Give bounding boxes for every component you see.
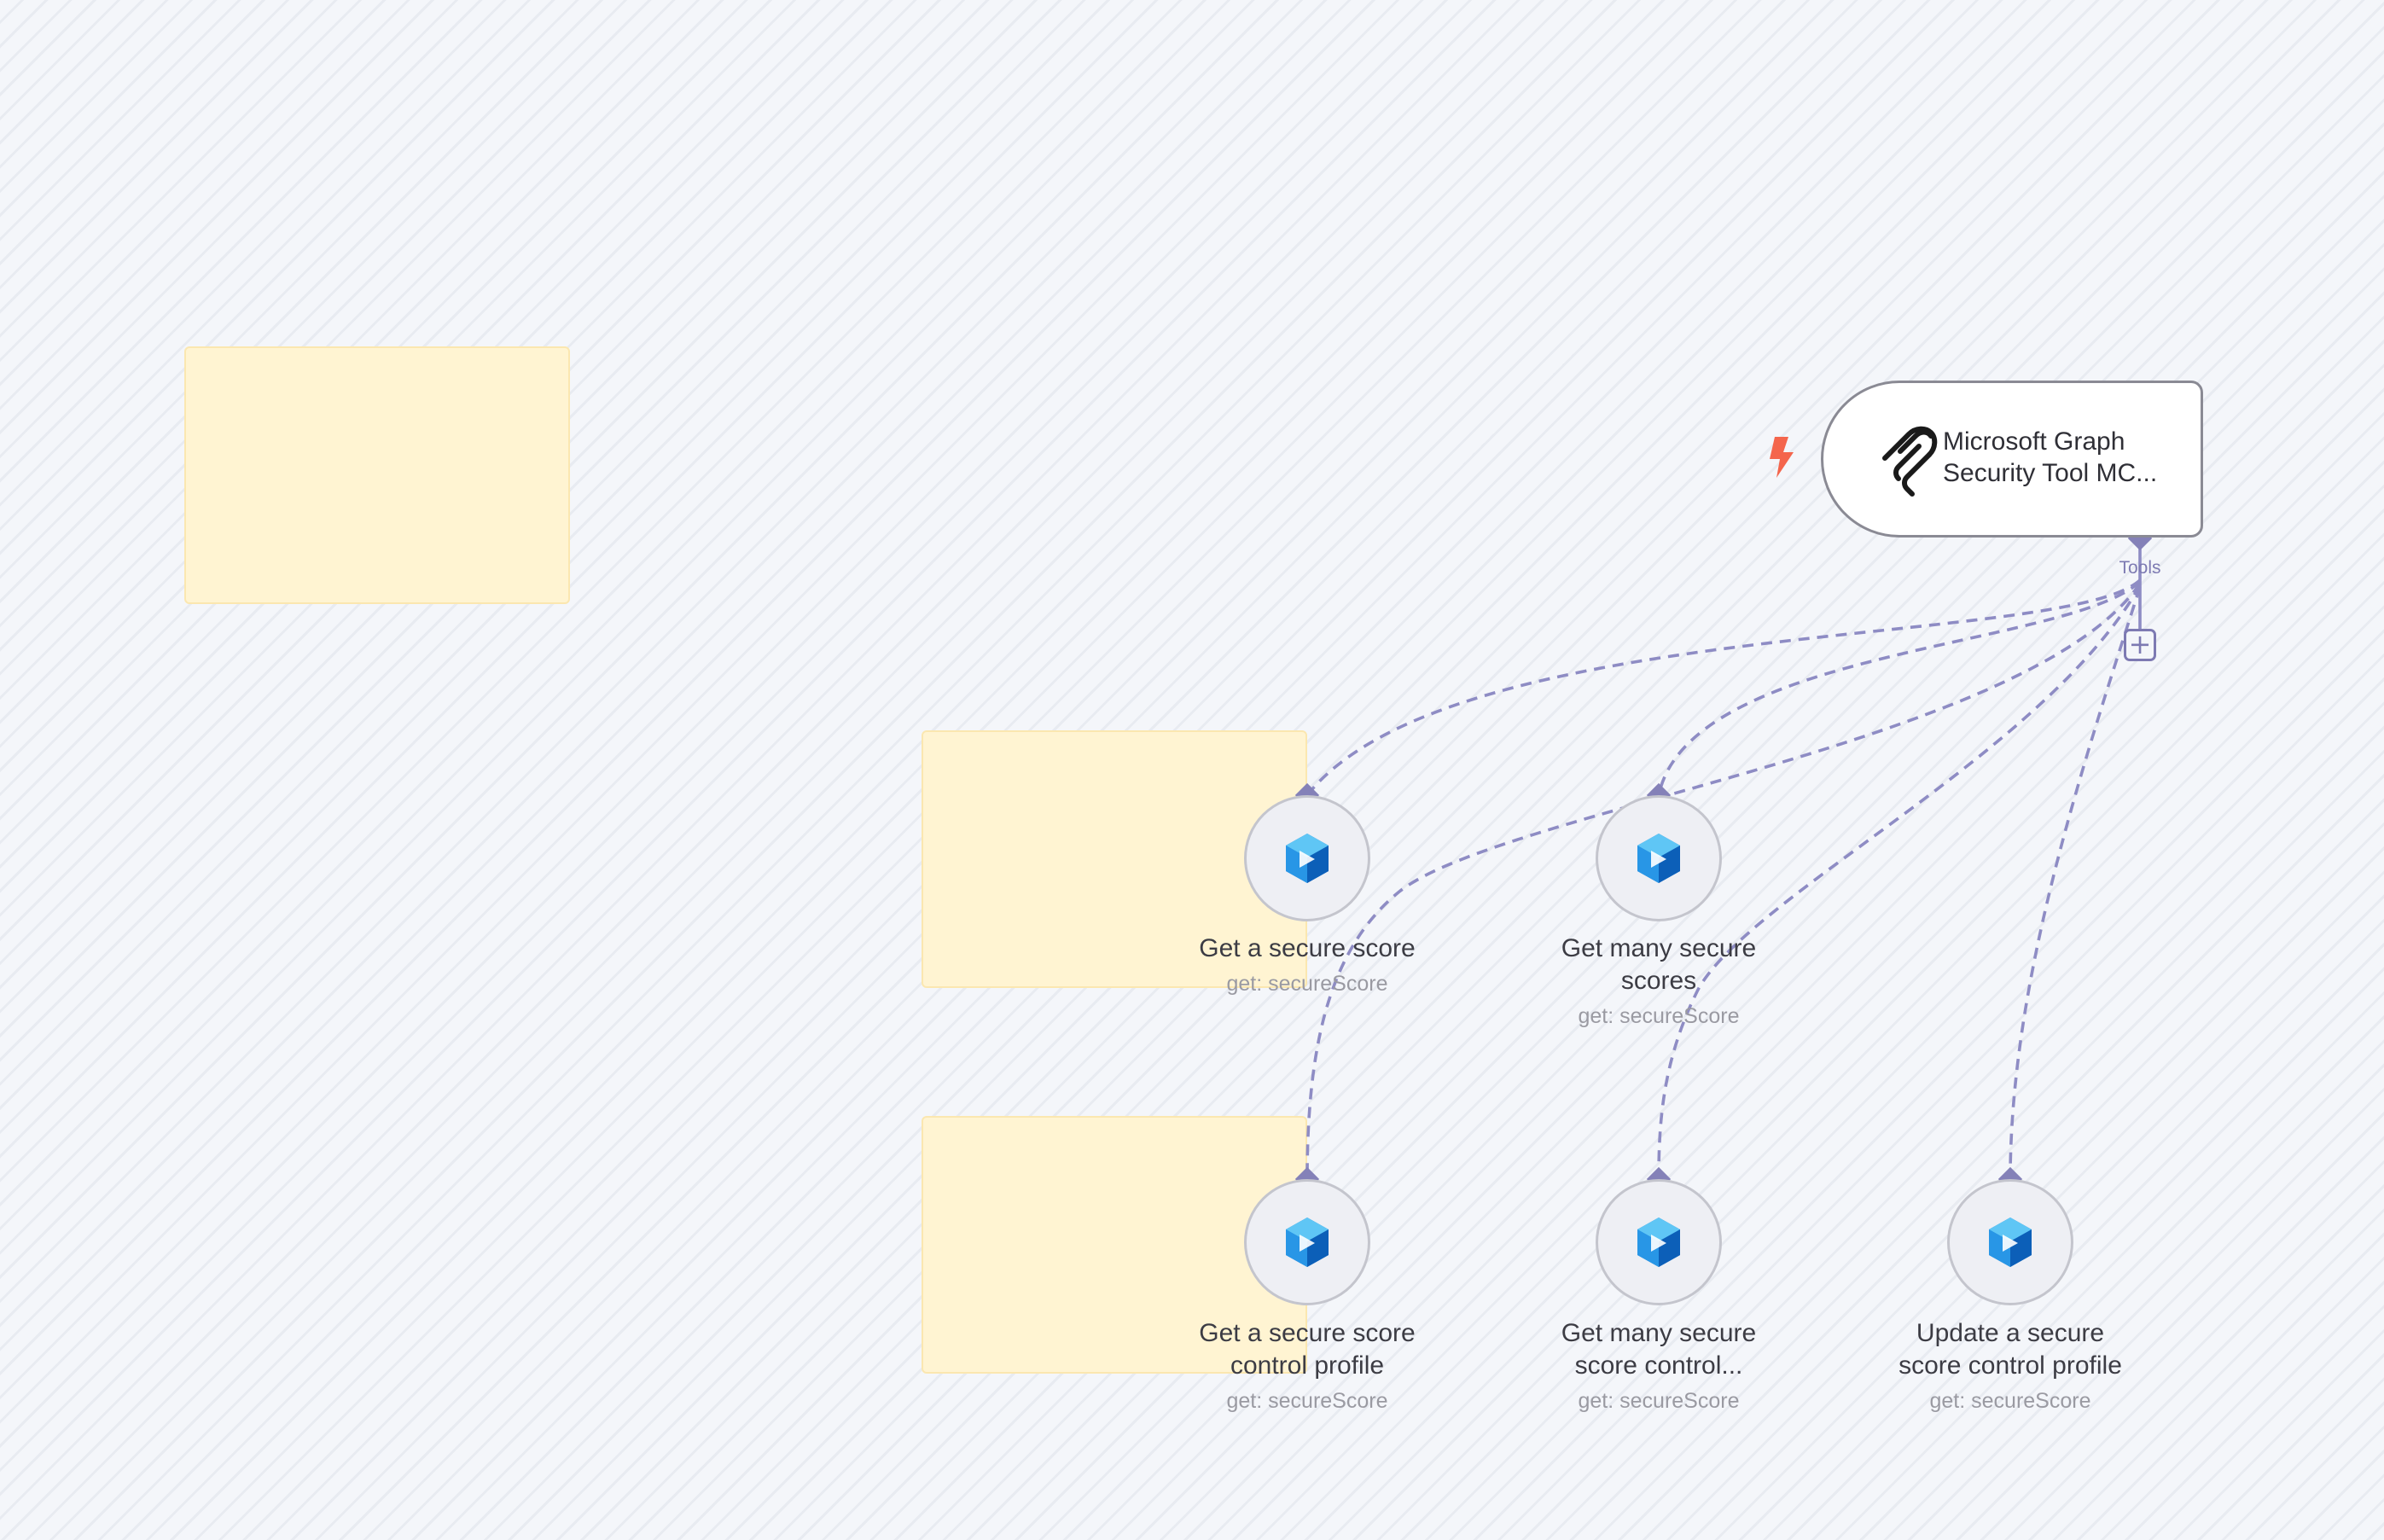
tool-2-line-1: Get many secure <box>1561 934 1757 962</box>
tool-2-subtitle: get: secureScore <box>1578 1004 1740 1028</box>
tool-5-line-2: score control profile <box>1898 1351 2122 1380</box>
tool-node-get-secure-score-control-profile[interactable] <box>1244 1179 1370 1305</box>
sticky-note-1[interactable] <box>184 346 570 604</box>
trigger-title-line-2: Security Tool MC... <box>1943 459 2158 487</box>
tool-1-line-1: Get a secure score <box>1199 934 1416 962</box>
connection-get-many-secure-scores[interactable] <box>1657 580 2142 796</box>
microsoft-graph-gem-icon <box>1989 1217 2032 1267</box>
lightning-bolt-icon <box>1770 437 1794 478</box>
connection-get-secure-score-control-profile[interactable] <box>1305 582 2142 1180</box>
tool-3-subtitle: get: secureScore <box>1226 1389 1388 1413</box>
tool-label-get-many-secure-score-control: Get many secure score control... <box>1522 1317 1795 1382</box>
tool-node-update-secure-score-control-profile[interactable] <box>1947 1179 2073 1305</box>
mcp-icon <box>1882 426 1938 497</box>
tool-5-line-1: Update a secure <box>1916 1319 2105 1347</box>
sticky-note-2[interactable] <box>922 730 1307 988</box>
plus-icon: + <box>2128 628 2152 660</box>
sticky-note-3[interactable] <box>922 1116 1307 1374</box>
connection-get-secure-score[interactable] <box>1305 578 2142 797</box>
microsoft-graph-gem-icon <box>1637 1217 1680 1267</box>
tool-label-update-secure-score-control-profile: Update a secure score control profile <box>1874 1317 2147 1382</box>
tool-5-subtitle: get: secureScore <box>1929 1389 2091 1413</box>
tool-4-line-1: Get many secure <box>1561 1319 1757 1347</box>
trigger-node-title: Microsoft Graph Security Tool MC... <box>1943 426 2192 489</box>
tool-label-get-secure-score-control-profile: Get a secure score control profile <box>1171 1317 1444 1382</box>
tool-label-get-many-secure-scores: Get many secure scores <box>1522 933 1795 997</box>
microsoft-graph-gem-icon <box>1286 834 1329 883</box>
tools-output-label: Tools <box>2119 558 2161 578</box>
connection-update-secure-score-control-profile[interactable] <box>2009 586 2142 1180</box>
tool-node-get-many-secure-scores[interactable] <box>1596 795 1722 921</box>
connection-get-many-secure-score-control[interactable] <box>1657 584 2142 1180</box>
tool-3-line-1: Get a secure score <box>1199 1319 1416 1347</box>
tool-2-line-2: scores <box>1620 967 1697 995</box>
microsoft-graph-gem-icon <box>1286 1217 1329 1267</box>
tool-3-line-2: control profile <box>1230 1351 1385 1380</box>
tool-1-subtitle: get: secureScore <box>1226 972 1388 996</box>
tool-4-subtitle: get: secureScore <box>1578 1389 1740 1413</box>
microsoft-graph-gem-icon <box>1637 834 1680 883</box>
trigger-title-line-1: Microsoft Graph <box>1943 427 2125 456</box>
tool-node-get-many-secure-score-control[interactable] <box>1596 1179 1722 1305</box>
tool-node-get-secure-score[interactable] <box>1244 795 1370 921</box>
tool-4-line-2: score control... <box>1574 1351 1743 1380</box>
mcp-server-trigger-node[interactable]: Microsoft Graph Security Tool MC... <box>1821 381 2203 538</box>
tool-label-get-secure-score: Get a secure score <box>1171 933 1444 965</box>
add-tool-button[interactable]: + <box>2124 629 2156 661</box>
